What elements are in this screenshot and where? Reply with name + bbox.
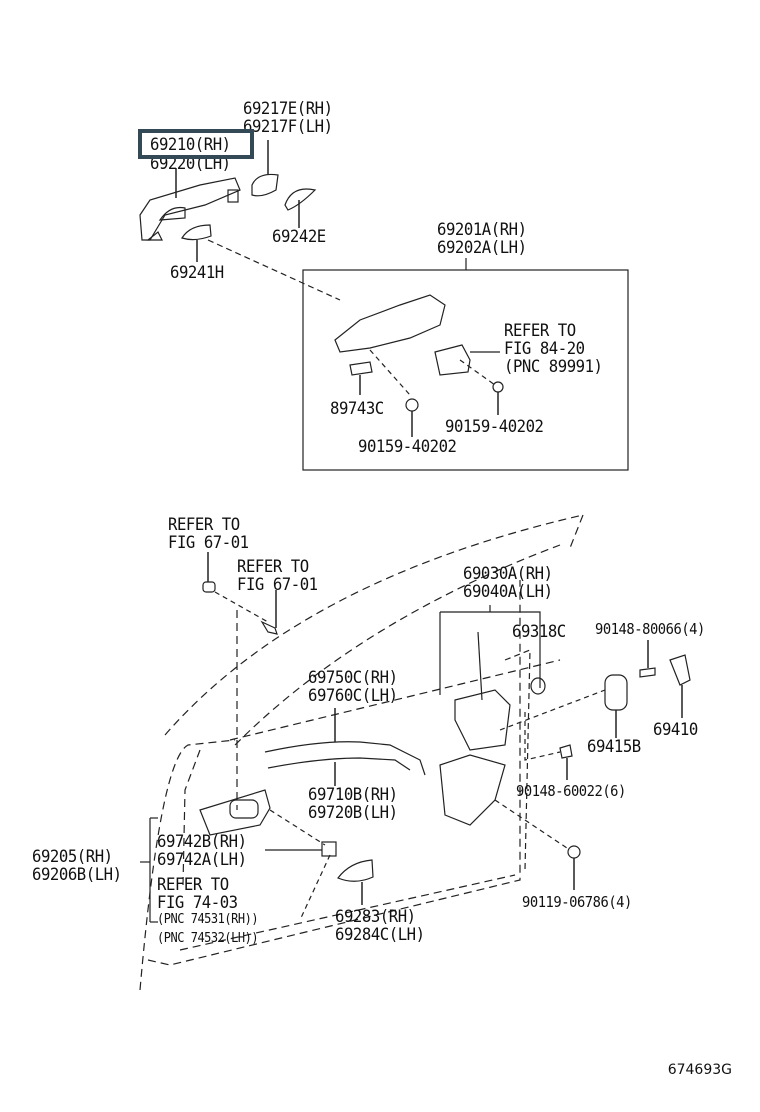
refer-fig-67-01b-line1: REFER TO [237,557,309,577]
label-69201a[interactable]: 69201A(RH) [437,220,527,240]
striker-drawing [494,640,691,890]
cables-drawing [264,708,426,786]
label-90119-06786[interactable]: 90119-06786(4) [522,893,632,911]
label-90148-80066[interactable]: 90148-80066(4) [595,620,705,638]
label-69206b[interactable]: 69206B(LH) [32,865,122,885]
label-69410[interactable]: 69410 [653,720,698,740]
refer-fig-84-20-line2[interactable]: FIG 84-20 [504,339,585,359]
label-69217f[interactable]: 69217F(LH) [243,117,333,137]
label-69217e[interactable]: 69217E(RH) [243,99,333,119]
label-69202a[interactable]: 69202A(LH) [437,238,527,258]
label-69030a[interactable]: 69030A(RH) [463,564,553,584]
label-69210[interactable]: 69210(RH) [150,135,231,155]
gasket-front-drawing [181,224,341,301]
label-69415b[interactable]: 69415B [587,737,641,757]
refer-fig-84-20-line1: REFER TO [504,321,576,341]
label-90159-40202-left[interactable]: 90159-40202 [358,437,457,457]
label-69720b[interactable]: 69720B(LH) [308,803,398,823]
clip-drawing [202,552,278,635]
label-69318c[interactable]: 69318C [512,622,566,642]
label-69742b[interactable]: 69742B(RH) [157,832,247,852]
label-69242e[interactable]: 69242E [272,227,326,247]
label-69040a[interactable]: 69040A(LH) [463,582,553,602]
refer-fig-74-03-line1: REFER TO [157,875,229,895]
label-69220[interactable]: 69220(LH) [150,154,231,174]
highlighted-part-box[interactable]: 69210(RH) [138,129,254,159]
lock-assembly-drawing [439,605,546,871]
label-90159-40202-right[interactable]: 90159-40202 [445,417,544,437]
label-pnc-74532: (PNC 74532(LH)) [157,931,259,946]
handle-frame-drawing [334,294,504,437]
refer-fig-74-03-line2[interactable]: FIG 74-03 [157,893,238,913]
gasket-drawing [284,188,317,228]
refer-fig-67-01a-line2[interactable]: FIG 67-01 [168,533,249,553]
label-69710b[interactable]: 69710B(RH) [308,785,398,805]
label-69205[interactable]: 69205(RH) [32,847,113,867]
label-69742a[interactable]: 69742A(LH) [157,850,247,870]
figure-id: 674693G [667,1062,732,1078]
refer-fig-67-01a-line1: REFER TO [168,515,240,535]
handle-cap-drawing [251,140,279,197]
outside-handle-drawing [139,168,241,241]
label-89743c[interactable]: 89743C [330,399,384,419]
refer-fig-67-01b-line2[interactable]: FIG 67-01 [237,575,318,595]
label-90148-60022[interactable]: 90148-60022(6) [516,782,626,800]
label-69750c[interactable]: 69750C(RH) [308,668,398,688]
handle-cover-drawing [337,859,374,905]
label-69241h[interactable]: 69241H [170,263,224,283]
door-outline [139,514,584,991]
refer-fig-84-20-line3: (PNC 89991) [504,357,603,377]
label-69283[interactable]: 69283(RH) [335,907,416,927]
label-69284c[interactable]: 69284C(LH) [335,925,425,945]
label-pnc-74531: (PNC 74531(RH)) [157,912,259,927]
inside-handle-drawing [140,789,337,923]
label-69760c[interactable]: 69760C(LH) [308,686,398,706]
